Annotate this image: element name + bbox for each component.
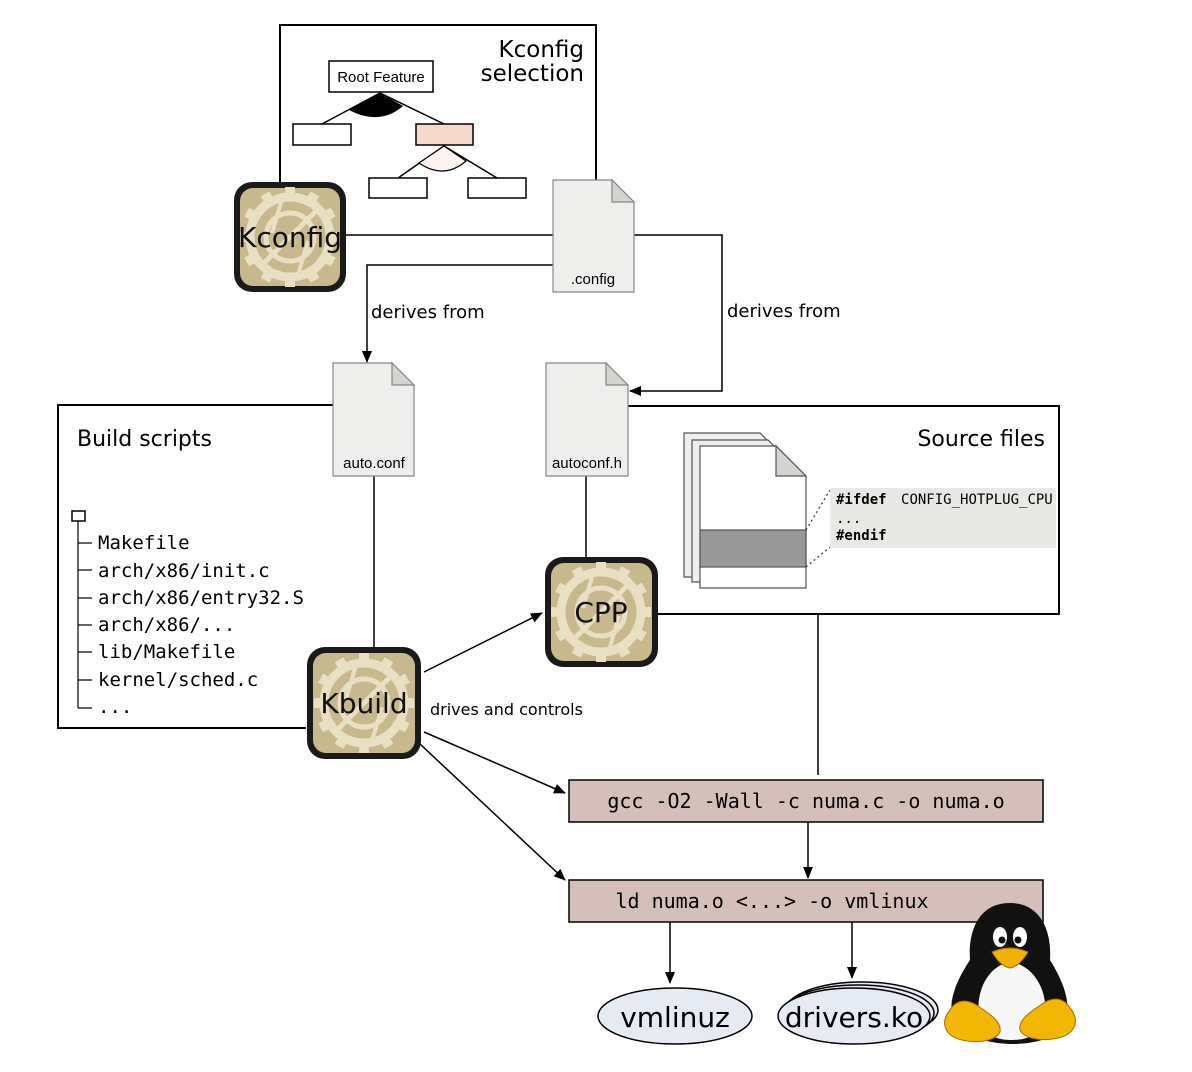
build-scripts-panel: Build scripts Makefile arch/x86/init.c a… <box>57 404 333 729</box>
code-snippet-ellipsis: ... <box>836 511 861 527</box>
root-feature-box <box>328 60 434 93</box>
edge-label-derives-from-left: derives from <box>371 302 485 323</box>
feature-box-selected <box>415 123 474 146</box>
feature-box-child-right <box>467 177 527 199</box>
kconfig-panel-title-line1: Kconfig <box>499 37 584 63</box>
build-script-item: Makefile <box>98 532 190 554</box>
tux-penguin-icon <box>944 903 1076 1044</box>
vmlinuz-label: vmlinuz <box>620 1001 730 1034</box>
config-file-icon: .config <box>552 178 636 293</box>
kbuild-gear-icon: Kbuild <box>307 647 421 759</box>
connectors <box>344 234 857 984</box>
cpp-label: CPP <box>574 596 627 629</box>
auto-conf-file-icon: auto.conf <box>332 361 416 477</box>
kbuild-label: Kbuild <box>320 687 407 720</box>
gcc-command-text: gcc -O2 -Wall -c numa.c -o numa.o <box>607 789 1004 813</box>
auto-conf-file-label: auto.conf <box>343 455 406 472</box>
alternative-group-marker <box>349 93 403 118</box>
build-script-item: lib/Makefile <box>98 641 235 663</box>
drivers-ko-label: drivers.ko <box>785 1001 923 1034</box>
kconfig-panel-title-line2: selection <box>481 61 584 87</box>
source-files-title: Source files <box>917 427 1045 452</box>
source-file-stack <box>683 432 808 589</box>
highlighted-code-block <box>699 529 807 568</box>
config-file-label: .config <box>571 271 615 288</box>
build-script-item: arch/x86/entry32.S <box>98 587 304 609</box>
feature-model-tree: Root Feature <box>292 60 527 199</box>
code-snippet-ifdef: #ifdef CONFIG_HOTPLUG_CPU <box>836 492 1053 508</box>
build-script-item: arch/x86/init.c <box>98 560 270 582</box>
kconfig-selection-panel: Kconfig selection Root Feature <box>279 24 597 199</box>
code-snippet-endif: #endif <box>836 528 887 544</box>
drivers-ko-output-stack: drivers.ko <box>777 981 939 1045</box>
build-script-item: ... <box>98 696 132 718</box>
code-snippet-box <box>830 488 1056 548</box>
build-scripts-title: Build scripts <box>77 427 212 452</box>
feature-box-child-left <box>368 177 428 199</box>
build-script-item: kernel/sched.c <box>98 669 258 691</box>
build-script-item: arch/x86/... <box>98 614 235 636</box>
autoconf-h-file-icon: autoconf.h <box>545 361 630 477</box>
feature-box-left <box>292 123 352 146</box>
ld-command-text: ld numa.o <...> -o vmlinux <box>615 889 928 913</box>
ld-command-box <box>568 879 1044 923</box>
kconfig-label: Kconfig <box>238 221 342 254</box>
folder-icon <box>71 510 86 522</box>
vmlinuz-output: vmlinuz <box>597 987 753 1045</box>
root-feature-label: Root Feature <box>337 69 425 86</box>
edge-label-drives-and-controls: drives and controls <box>430 700 583 719</box>
or-group-marker <box>417 145 467 172</box>
edge-label-derives-from-right: derives from <box>727 301 841 322</box>
build-script-tree: Makefile arch/x86/init.c arch/x86/entry3… <box>71 510 304 718</box>
gcc-command-box <box>568 779 1044 823</box>
kconfig-gear-icon: Kconfig <box>234 182 346 292</box>
source-files-panel: Source files #ifdef CONFIG_HOTPLUG_CPU .… <box>628 405 1060 615</box>
cpp-gear-icon: CPP <box>545 557 658 667</box>
autoconf-h-file-label: autoconf.h <box>552 455 622 472</box>
